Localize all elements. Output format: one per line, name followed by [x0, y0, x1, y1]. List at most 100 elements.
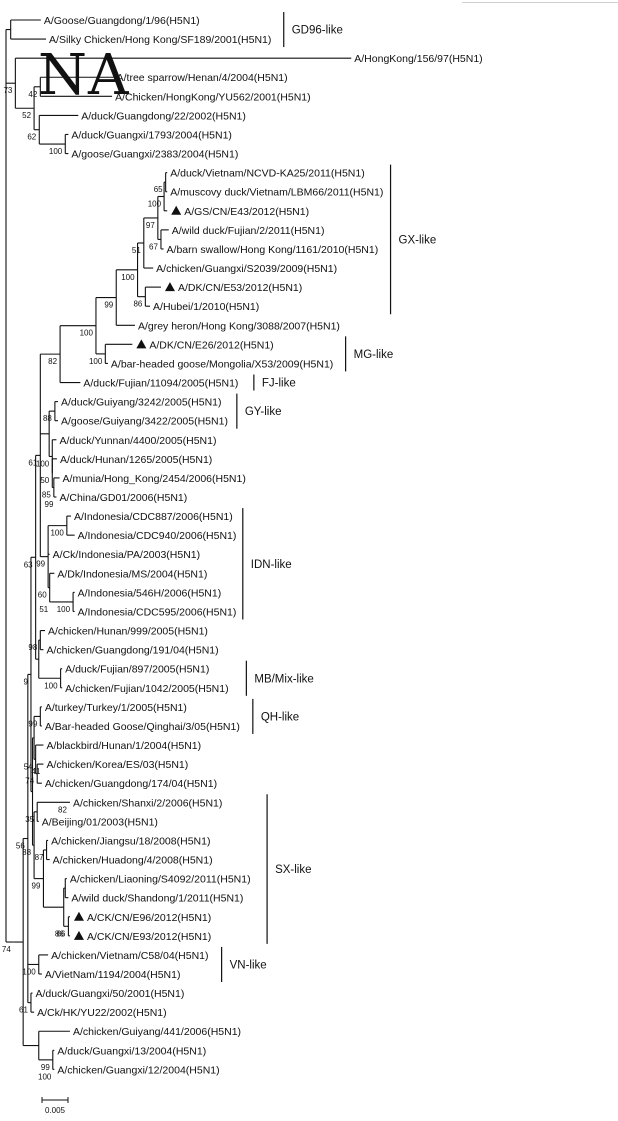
- bootstrap-label: 98: [28, 643, 37, 652]
- clade-label: GD96-like: [292, 25, 343, 37]
- leaf-label: A/chicken/Huadong/4/2008(H5N1): [53, 855, 213, 867]
- bootstrap-label: 42: [28, 90, 37, 99]
- bootstrap-label: 63: [24, 560, 33, 569]
- leaf-label: A/duck/Guangxi/1793/2004(H5N1): [71, 129, 232, 141]
- bootstrap-label: 85: [42, 490, 51, 499]
- bootstrap-label: 51: [39, 605, 48, 614]
- bootstrap-label: 52: [22, 111, 31, 120]
- bootstrap-label: 82: [48, 357, 57, 366]
- leaf-label: A/Indonesia/CDC887/2006(H5N1): [74, 511, 233, 523]
- leaf-label: A/duck/Fujian/897/2005(H5N1): [65, 664, 209, 676]
- clade-label: MG-like: [354, 349, 394, 361]
- clade-label: QH-like: [261, 711, 299, 723]
- leaf-label: A/turkey/Turkey/1/2005(H5N1): [45, 702, 187, 714]
- bootstrap-label: 82: [58, 805, 67, 814]
- clade-label: FJ-like: [262, 378, 296, 390]
- leaf-label: A/chicken/Shanxi/2/2006(H5N1): [73, 797, 222, 809]
- leaf-label: A/duck/Vietnam/NCVD-KA25/2011(H5N1): [170, 168, 365, 180]
- leaf-label: A/CK/CN/E93/2012(H5N1): [87, 931, 211, 943]
- bootstrap-label: 99: [36, 560, 45, 569]
- leaf-label: A/Indonesia/CDC940/2006(H5N1): [78, 530, 237, 542]
- panel-label: NA: [38, 43, 130, 108]
- bootstrap-label: 100: [36, 459, 50, 468]
- leaf-label: A/Silky Chicken/Hong Kong/SF189/2001(H5N…: [49, 34, 271, 46]
- bootstrap-label: 100: [89, 357, 103, 366]
- bootstrap-label: 88: [43, 414, 52, 423]
- bootstrap-label: 74: [2, 945, 11, 954]
- leaf-label: A/Chicken/HongKong/YU562/2001(H5N1): [115, 91, 311, 103]
- leaf-label: A/Ck/HK/YU22/2002(H5N1): [37, 1007, 167, 1019]
- bootstrap-label: 86: [55, 929, 64, 938]
- bootstrap-label: 66: [56, 929, 65, 938]
- leaf-label: A/muscovy duck/Vietnam/LBM66/2011(H5N1): [170, 187, 383, 199]
- clade-label: IDN-like: [251, 559, 292, 571]
- bootstrap-label: 65: [154, 185, 163, 194]
- leaf-label: A/Bar-headed Goose/Qinghai/3/05(H5N1): [45, 721, 240, 733]
- leaf-label: A/chicken/Guangdong/191/04(H5N1): [46, 645, 218, 657]
- clade-label: GY-like: [245, 406, 282, 418]
- bootstrap-label: 54: [24, 762, 33, 771]
- clade-label: VN-like: [230, 959, 267, 971]
- leaf-label: A/chicken/Liaoning/S4092/2011(H5N1): [70, 874, 251, 886]
- bootstrap-label: 99: [28, 719, 37, 728]
- bootstrap-label: 74: [25, 777, 34, 786]
- bootstrap-label: 35: [25, 815, 34, 824]
- leaf-label: A/Hubei/1/2010(H5N1): [153, 301, 259, 313]
- leaf-label: A/chicken/Guiyang/441/2006(H5N1): [73, 1026, 241, 1038]
- bootstrap-label: 61: [19, 1006, 28, 1015]
- leaf-label: A/tree sparrow/Henan/4/2004(H5N1): [117, 72, 288, 84]
- leaf-label: A/Goose/Guangdong/1/96(H5N1): [44, 15, 200, 27]
- bootstrap-label: 61: [28, 458, 37, 467]
- bootstrap-label: 73: [3, 86, 12, 95]
- leaf-label: A/China/GD01/2006(H5N1): [59, 492, 187, 504]
- clade-label: GX-like: [399, 234, 437, 246]
- leaf-label: A/CK/CN/E96/2012(H5N1): [87, 912, 211, 924]
- leaf-label: A/VietNam/1194/2004(H5N1): [45, 969, 181, 981]
- leaf-label: A/duck/Guiyang/3242/2005(H5N1): [61, 397, 222, 409]
- leaf-label: A/duck/Yunnan/4400/2005(H5N1): [59, 435, 216, 447]
- bootstrap-label: 99: [104, 301, 113, 310]
- bootstrap-label: 100: [49, 147, 63, 156]
- leaf-label: A/Dk/Indonesia/MS/2004(H5N1): [57, 568, 207, 580]
- top-border-line: [462, 2, 618, 3]
- leaf-label: A/duck/Guangxi/50/2001(H5N1): [36, 988, 185, 1000]
- leaf-label: A/chicken/Fujian/1042/2005(H5N1): [65, 683, 228, 695]
- bootstrap-label: 41: [32, 767, 41, 776]
- leaf-label: A/DK/CN/E53/2012(H5N1): [178, 282, 302, 294]
- bootstrap-label: 51: [132, 246, 141, 255]
- bootstrap-label: 100: [121, 273, 135, 282]
- leaf-label: A/wild duck/Shandong/1/2011(H5N1): [71, 893, 243, 905]
- leaf-label: A/chicken/Hunan/999/2005(H5N1): [48, 626, 208, 638]
- clade-label: MB/Mix-like: [254, 673, 313, 685]
- leaf-label: A/Indonesia/546H/2006(H5N1): [78, 587, 222, 599]
- bootstrap-label: 60: [38, 591, 47, 600]
- leaf-label: A/chicken/Jiangsu/18/2008(H5N1): [51, 835, 210, 847]
- triangle-marker-icon: [164, 282, 175, 292]
- bootstrap-label: 87: [35, 853, 44, 862]
- leaf-label: A/HongKong/156/97(H5N1): [354, 53, 482, 65]
- triangle-marker-icon: [136, 339, 147, 349]
- leaf-label: A/goose/Guiyang/3422/2005(H5N1): [61, 416, 228, 428]
- leaf-label: A/Ck/Indonesia/PA/2003(H5N1): [53, 549, 200, 561]
- bootstrap-label: 100: [80, 329, 94, 338]
- bootstrap-label: 100: [38, 1072, 52, 1081]
- leaf-label: A/chicken/Korea/ES/03(H5N1): [46, 759, 188, 771]
- leaf-label: A/GS/CN/E43/2012(H5N1): [184, 206, 309, 218]
- leaf-label: A/munia/Hong_Kong/2454/2006(H5N1): [63, 473, 246, 485]
- bootstrap-label: 88: [22, 848, 31, 857]
- leaf-label: A/chicken/Guangxi/S2039/2009(H5N1): [156, 263, 337, 275]
- leaf-label: A/goose/Guangxi/2383/2004(H5N1): [71, 149, 238, 161]
- leaf-label: A/duck/Hunan/1265/2005(H5N1): [60, 454, 212, 466]
- bootstrap-label: 100: [148, 199, 162, 208]
- leaf-label: A/duck/Guangxi/13/2004(H5N1): [57, 1045, 206, 1057]
- triangle-marker-icon: [73, 911, 84, 921]
- leaf-label: A/blackbird/Hunan/1/2004(H5N1): [46, 740, 201, 752]
- leaf-label: A/duck/Fujian/11094/2005(H5N1): [83, 378, 238, 390]
- bootstrap-label: 50: [40, 476, 49, 485]
- leaf-label: A/bar-headed goose/Mongolia/X53/2009(H5N…: [111, 358, 333, 370]
- bootstrap-label: 100: [44, 681, 58, 690]
- scale-bar-label: 0.005: [45, 1106, 66, 1115]
- bootstrap-label: 99: [45, 500, 54, 509]
